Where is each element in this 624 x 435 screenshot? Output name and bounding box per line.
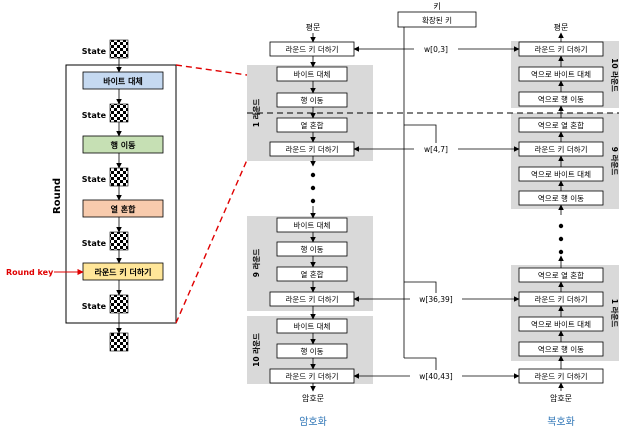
enc-r9-sub-bytes: 바이트 대체 [294, 220, 331, 230]
zoom-line-bottom [175, 159, 248, 324]
state-1: State [82, 39, 129, 59]
enc-r10-add-round-key: 라운드 키 더하기 [285, 371, 338, 381]
state-matrix-icon [109, 39, 129, 59]
enc-r1-shift-rows: 행 이동 [300, 95, 323, 105]
encryption-column: 평문 라운드 키 더하기 바이트 대체 행 이동 열 혼합 라운드 키 더하기 … [269, 22, 355, 428]
step-sub-bytes: 바이트 대체 [103, 76, 143, 86]
output-state-matrix-icon [109, 332, 129, 352]
dec-round-1-label: 1 라운드 [610, 299, 620, 328]
dec-ciphertext-label: 암호문 [550, 393, 572, 403]
enc-continuation-dots [310, 172, 316, 204]
dec-r10-inv-sub-bytes: 역으로 바이트 대체 [531, 69, 591, 79]
enc-plaintext-label: 평문 [306, 22, 321, 32]
state-label: State [82, 47, 107, 56]
enc-round-10-label: 10 라운드 [251, 333, 261, 367]
dec-round-9-label: 9 라운드 [610, 147, 620, 176]
step-shift-rows-box [82, 135, 164, 154]
enc-r1-add-round-key: 라운드 키 더하기 [285, 144, 338, 154]
dec-r10-inv-shift-rows: 역으로 행 이동 [538, 94, 584, 104]
state-matrix-icon [109, 167, 129, 187]
enc-r9-add-round-key: 라운드 키 더하기 [285, 294, 338, 304]
dec-plaintext-label: 평문 [554, 22, 569, 32]
dec-final-add-round-key: 라운드 키 더하기 [534, 371, 587, 381]
enc-r10-sub-bytes: 바이트 대체 [294, 321, 331, 331]
state-5: State [82, 294, 129, 314]
dec-r1-inv-sub-bytes: 역으로 바이트 대체 [531, 319, 591, 329]
state-2: State [82, 103, 129, 123]
key-schedule: 키 확장된 키 w[0,3] w[4,7] w[36,39] [353, 2, 520, 381]
key-word-0: w[0,3] [424, 45, 448, 54]
step-mix-columns: 열 혼합 [111, 204, 137, 214]
state-4: State [82, 231, 129, 251]
dec-r1-inv-mix-columns: 역으로 열 혼합 [538, 270, 584, 280]
round-key-label: Round key [6, 268, 54, 277]
enc-r1-mix-columns: 열 혼합 [300, 120, 323, 130]
zoom-line-top [175, 64, 248, 76]
dec-r9-inv-shift-rows: 역으로 행 이동 [538, 193, 584, 203]
enc-ciphertext-label: 암호문 [302, 393, 324, 403]
dec-r1-add-round-key: 라운드 키 더하기 [534, 294, 587, 304]
enc-round-9-label: 9 라운드 [251, 249, 261, 278]
dec-r9-inv-mix-columns: 역으로 열 혼합 [538, 120, 584, 130]
key-word-2: w[36,39] [419, 295, 453, 304]
enc-r9-shift-rows: 행 이동 [300, 244, 323, 254]
round-frame [65, 64, 177, 324]
state-3: State [82, 167, 129, 187]
step-mix-columns-box [82, 199, 164, 218]
expanded-key-box [397, 11, 477, 28]
dec-r1-inv-shift-rows: 역으로 행 이동 [538, 344, 584, 354]
encryption-caption: 암호화 [299, 416, 327, 428]
enc-r10-shift-rows: 행 이동 [300, 346, 323, 356]
enc-round-1-label: 1 라운드 [251, 99, 261, 128]
step-shift-rows: 행 이동 [111, 140, 137, 150]
expanded-key-label: 확장된 키 [422, 15, 452, 25]
state-matrix-icon [109, 103, 129, 123]
round-title: Round [52, 178, 63, 214]
key-word-1: w[4,7] [424, 145, 448, 154]
state-matrix-icon [109, 231, 129, 251]
step-sub-bytes-box [82, 71, 164, 90]
step-add-round-key: 라운드 키 더하기 [94, 267, 151, 277]
state-label: State [82, 239, 107, 248]
key-word-3: w[40,43] [419, 372, 453, 381]
key-label: 키 [433, 2, 440, 11]
decryption-caption: 복호화 [547, 416, 575, 428]
enc-r9-mix-columns: 열 혼합 [300, 269, 323, 279]
state-matrix-icon [109, 294, 129, 314]
decryption-column: 평문 라운드 키 더하기 역으로 바이트 대체 역으로 행 이동 역으로 열 혼… [518, 22, 604, 428]
state-label: State [82, 111, 107, 120]
enc-r1-sub-bytes: 바이트 대체 [294, 69, 331, 79]
dec-r9-inv-sub-bytes: 역으로 바이트 대체 [531, 169, 591, 179]
dec-r10-add-round-key: 라운드 키 더하기 [534, 44, 587, 54]
dec-continuation-dots [558, 223, 564, 255]
round-detail: Round State State State State State 바이트 … [6, 39, 248, 352]
state-label: State [82, 175, 107, 184]
dec-round-10-label: 10 라운드 [610, 58, 620, 92]
enc-initial-add-round-key: 라운드 키 더하기 [285, 44, 338, 54]
state-label: State [82, 302, 107, 311]
dec-r9-add-round-key: 라운드 키 더하기 [534, 144, 587, 154]
